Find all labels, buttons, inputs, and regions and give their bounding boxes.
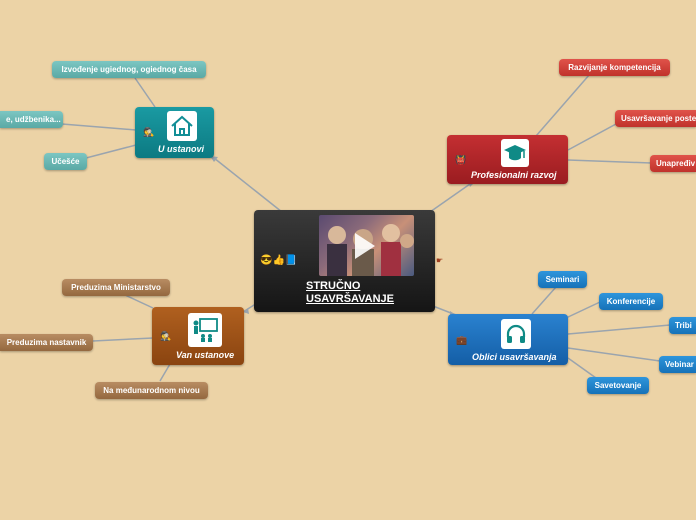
leaf-razvijanje-kompetencija[interactable]: Razvijanje kompetencija xyxy=(559,59,670,76)
branch-label: Van ustanove xyxy=(176,350,235,360)
play-icon[interactable] xyxy=(355,233,375,259)
branch-profesionalni-razvoj[interactable]: 👹 Profesionalni razvoj xyxy=(447,135,568,184)
central-title-line2: USAVRŠAVANJE xyxy=(306,293,395,305)
detective-icon: 🕵 xyxy=(143,127,155,137)
devil-icon: 👹 xyxy=(455,155,467,165)
branch-oblici-usavrsavanja[interactable]: 💼 Oblici usavršavanja xyxy=(448,314,568,365)
branch-u-ustanovi[interactable]: 🕵 U ustanovi xyxy=(135,107,214,158)
detective-icon: 🕵 xyxy=(160,331,172,341)
central-title-line1: STRUČNO xyxy=(306,280,361,292)
branch-van-ustanove[interactable]: 🕵 Van ustanove xyxy=(152,307,244,365)
leaf-unapredivanje[interactable]: Unapređiv xyxy=(650,155,696,172)
leaf-konferencije[interactable]: Konferencije xyxy=(599,293,663,310)
leaf-preduzima-ministarstvo[interactable]: Preduzima Ministarstvo xyxy=(62,279,170,296)
leaf-preduzima-nastavnik[interactable]: Preduzima nastavnik xyxy=(0,334,93,351)
leaf-usavrsavanje-poste[interactable]: Usavršavanje poste xyxy=(615,110,696,127)
branch-label: Oblici usavršavanja xyxy=(472,352,557,362)
headphones-icon xyxy=(501,319,531,349)
briefcase-icon: 💼 xyxy=(456,335,468,345)
leaf-izvodjenje-casa[interactable]: Izvođenje ugiednog, ogiednog časa xyxy=(52,61,206,78)
leaf-medjunarodni-nivo[interactable]: Na međunarodnom nivou xyxy=(95,382,208,399)
emoji-icons: 😎👍📘 xyxy=(260,255,298,266)
video-thumbnail[interactable] xyxy=(319,215,414,276)
central-title: STRUČNO USAVRŠAVANJE xyxy=(306,280,426,306)
branch-label: Profesionalni razvoj xyxy=(471,170,557,180)
leaf-seminari[interactable]: Seminari xyxy=(538,271,587,288)
central-topic[interactable]: 😎👍📘 STRUČNO USAVRŠAVANJE xyxy=(254,210,435,312)
hand-pointer-icon: ☛ xyxy=(436,256,444,265)
teacher-board-icon xyxy=(188,313,222,347)
leaf-ucesce[interactable]: Učešće xyxy=(44,153,87,170)
graduation-cap-icon xyxy=(501,139,529,167)
leaf-tribine[interactable]: Tribi xyxy=(669,317,696,334)
branch-label: U ustanovi xyxy=(158,144,205,154)
leaf-udzbenika[interactable]: e, udžbenika... xyxy=(0,111,63,128)
leaf-vebinar[interactable]: Vebinar xyxy=(659,356,696,373)
house-icon xyxy=(167,111,197,141)
leaf-savetovanje[interactable]: Savetovanje xyxy=(587,377,649,394)
